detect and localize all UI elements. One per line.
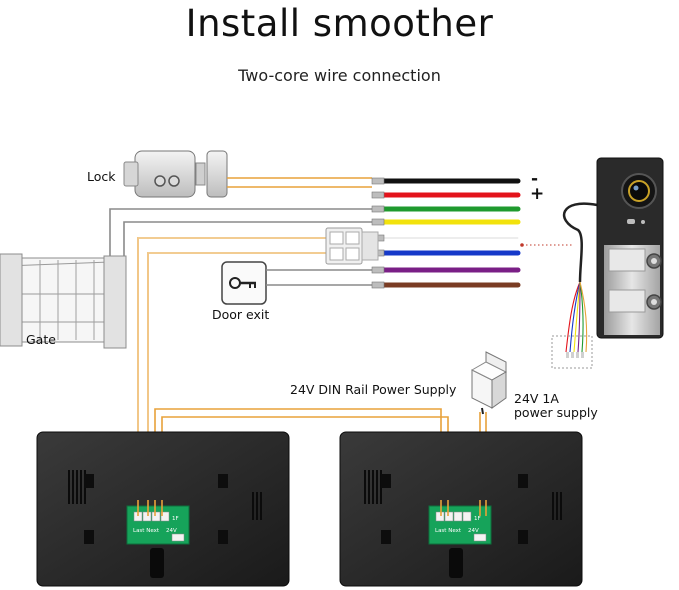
monitor-1-board-socket: 1F	[172, 516, 179, 522]
gray-control-wires	[109, 208, 372, 286]
indoor-monitor-1	[36, 431, 290, 587]
door-exit-button-icon	[221, 261, 267, 305]
page-subtitle: Two-core wire connection	[238, 66, 441, 85]
monitor-2-board-label: Last Next	[435, 528, 462, 534]
outdoor-camera-station-icon	[551, 157, 664, 369]
minus-sign: -	[531, 169, 539, 189]
electric-lock-icon	[123, 150, 228, 198]
cable-harness	[325, 177, 572, 289]
adapter-label-line1: 24V 1A	[514, 391, 559, 406]
indoor-monitor-2	[339, 431, 583, 587]
monitor-2-board-voltage: 24V	[468, 528, 479, 534]
power-adapter-icon	[470, 351, 508, 415]
monitor-2-board-socket: 1F	[474, 516, 481, 522]
page-title: Install smoother	[185, 2, 494, 45]
gate-icon	[0, 253, 127, 349]
terminal-connector-icon	[325, 227, 379, 265]
plus-sign: +	[530, 184, 545, 204]
lock-label: Lock	[87, 169, 116, 184]
din-supply-label: 24V DIN Rail Power Supply	[290, 382, 457, 397]
monitor-1-board-voltage: 24V	[166, 528, 177, 534]
monitor-1-board-label: Last Next	[133, 528, 160, 534]
adapter-label-line2: power supply	[514, 405, 598, 420]
door-exit-label: Door exit	[212, 307, 270, 322]
gate-label: Gate	[26, 332, 56, 347]
